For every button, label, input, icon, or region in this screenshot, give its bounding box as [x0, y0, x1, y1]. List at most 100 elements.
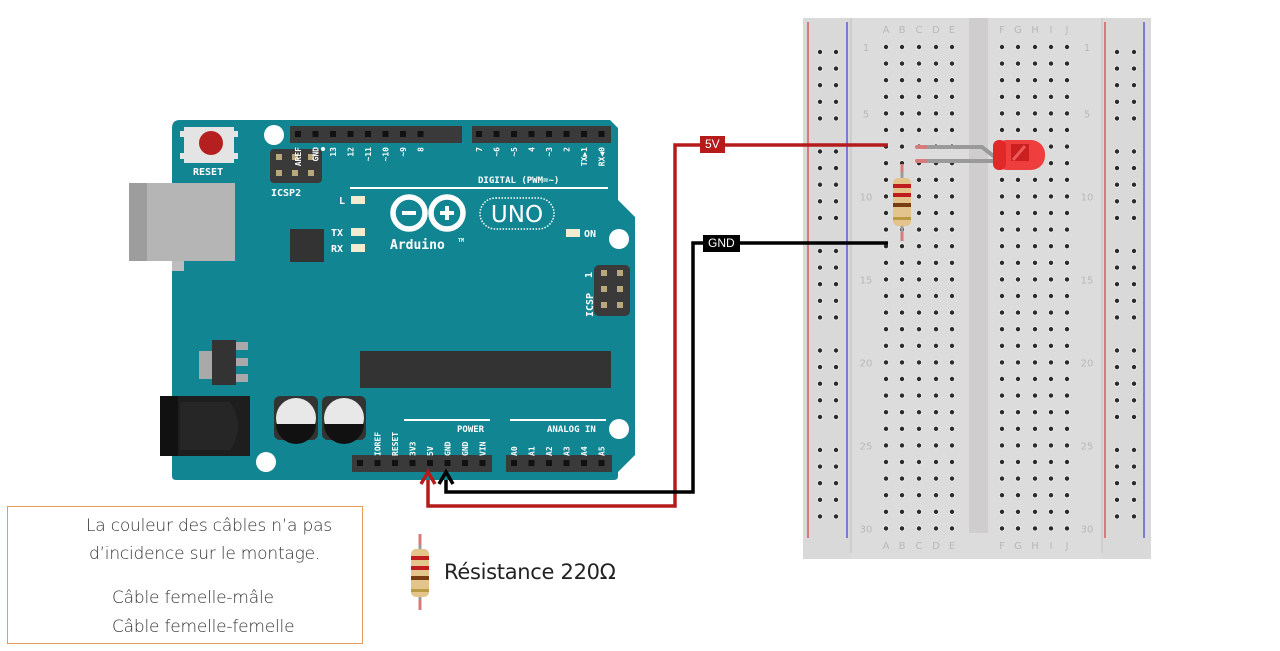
- breadboard-hole: [1015, 193, 1022, 200]
- rail-hole: [833, 181, 840, 188]
- power-pin-label: IOREF: [374, 432, 383, 456]
- rail-hole: [833, 198, 840, 205]
- breadboard-hole: [1032, 60, 1039, 67]
- rail-hole: [1114, 480, 1121, 487]
- breadboard-column-label: B: [899, 541, 906, 552]
- power-pin-label: GND: [461, 441, 470, 456]
- breadboard-hole: [883, 475, 890, 482]
- power-pin: [444, 460, 451, 466]
- breadboard-hole: [949, 77, 956, 84]
- breadboard-hole: [1064, 309, 1071, 316]
- breadboard-hole: [1064, 375, 1071, 382]
- rail-hole: [833, 82, 840, 89]
- breadboard-hole: [916, 309, 923, 316]
- digital-pin: [347, 131, 354, 137]
- icsp-label: ICSP: [585, 293, 596, 317]
- rail-hole: [1114, 82, 1121, 89]
- digital-pin: [312, 131, 319, 137]
- breadboard-hole: [899, 93, 906, 100]
- breadboard-row-label: 1: [1084, 43, 1090, 54]
- breadboard-hole: [899, 259, 906, 266]
- rail-hole: [833, 148, 840, 155]
- breadboard-column-label: E: [949, 25, 955, 36]
- warning-text-line2: d’incidence sur le montage.: [89, 544, 321, 564]
- digital-pin: [528, 131, 535, 137]
- breadboard-hole: [1032, 77, 1039, 84]
- breadboard-column-label: G: [1014, 541, 1022, 552]
- analog-pin-label: A5: [598, 446, 607, 456]
- breadboard-hole: [999, 77, 1006, 84]
- rail-hole: [817, 297, 824, 304]
- usb-chip: [290, 229, 324, 262]
- breadboard-hole: [933, 209, 940, 216]
- breadboard-hole: [1048, 127, 1055, 134]
- breadboard-hole: [949, 525, 956, 532]
- breadboard-hole: [883, 127, 890, 134]
- breadboard-row-label: 10: [860, 192, 873, 203]
- breadboard-hole: [916, 326, 923, 333]
- breadboard-hole: [899, 508, 906, 515]
- rail-hole: [1131, 446, 1138, 453]
- digital-pin-label: ~6: [493, 147, 502, 157]
- breadboard-hole: [899, 442, 906, 449]
- power-pin-label: RESET: [391, 432, 400, 456]
- breadboard-hole: [883, 77, 890, 84]
- breadboard-hole: [949, 176, 956, 183]
- breadboard-hole: [933, 127, 940, 134]
- rail-hole: [1114, 347, 1121, 354]
- rail-hole: [1131, 82, 1138, 89]
- breadboard-hole: [1015, 292, 1022, 299]
- breadboard-hole: [999, 44, 1006, 51]
- rail-hole: [1114, 463, 1121, 470]
- digital-pin-label: RX◀0: [598, 147, 607, 166]
- rail-hole: [1114, 181, 1121, 188]
- breadboard-hole: [1032, 259, 1039, 266]
- breadboard-hole: [1048, 259, 1055, 266]
- breadboard-hole: [883, 176, 890, 183]
- breadboard-column-label: J: [1065, 25, 1069, 36]
- breadboard-hole: [1032, 425, 1039, 432]
- breadboard-hole: [1048, 209, 1055, 216]
- breadboard-hole: [999, 525, 1006, 532]
- wire-tag-5v: 5V: [700, 136, 725, 153]
- atmega-chip: [360, 351, 611, 388]
- breadboard-hole: [1048, 375, 1055, 382]
- breadboard-hole: [916, 276, 923, 283]
- legend-item-female-female: Câble femelle-femelle: [112, 617, 295, 637]
- rail-hole: [817, 281, 824, 288]
- breadboard-hole: [916, 458, 923, 465]
- breadboard-hole: [899, 110, 906, 117]
- rail-hole: [1131, 181, 1138, 188]
- breadboard-hole: [999, 243, 1006, 250]
- breadboard-hole: [1064, 127, 1071, 134]
- breadboard-hole: [1064, 359, 1071, 366]
- legend-box: [7, 506, 363, 644]
- breadboard-hole: [933, 77, 940, 84]
- rail-hole: [817, 65, 824, 72]
- model-label: UNO: [491, 202, 543, 228]
- breadboard-hole: [899, 375, 906, 382]
- led-tx: [351, 228, 365, 236]
- rail-hole: [1114, 513, 1121, 520]
- breadboard-hole: [899, 326, 906, 333]
- breadboard-hole: [1064, 326, 1071, 333]
- rail-hole: [833, 115, 840, 122]
- power-pin: [392, 460, 398, 466]
- power-pin: [374, 460, 381, 466]
- rail-hole: [1114, 98, 1121, 105]
- breadboard-hole: [1064, 525, 1071, 532]
- breadboard-hole: [899, 475, 906, 482]
- rail-hole: [817, 513, 824, 520]
- digital-pin: [295, 131, 301, 137]
- rail-hole: [833, 463, 840, 470]
- reset-button[interactable]: [180, 127, 238, 163]
- breadboard-hole: [916, 176, 923, 183]
- breadboard-hole: [1015, 176, 1022, 183]
- icsp2-pin: [276, 154, 282, 160]
- rail-hole: [833, 247, 840, 254]
- breadboard-hole: [1015, 375, 1022, 382]
- analog-pin-label: A4: [580, 446, 589, 456]
- rail-hole: [1114, 314, 1121, 321]
- analog-pin-label: A3: [563, 446, 572, 456]
